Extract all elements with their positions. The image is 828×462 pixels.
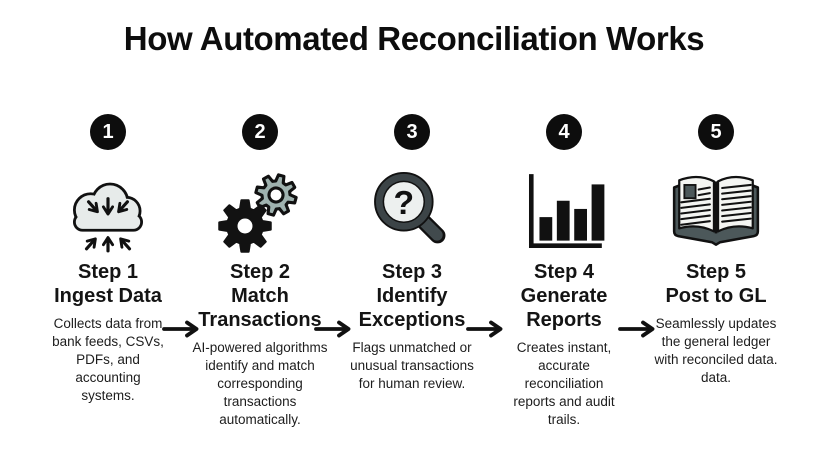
cloud-ingest-icon: [62, 163, 154, 260]
step-number-badge: 3: [394, 114, 430, 151]
step-description: AI-powered algorithms identify and match…: [192, 340, 328, 428]
step-title: Step 1 Ingest Data: [54, 260, 162, 308]
step-column-2: 2 Step 2 Match Transactions AI-powered a…: [184, 114, 336, 429]
step-description: Collects data from bank feeds, CSVs, PDF…: [52, 316, 164, 404]
step-number-badge: 2: [242, 114, 278, 151]
step-column-4: 4 Step 4 Generate Reports Creates instan…: [488, 114, 640, 429]
gears-icon: [212, 163, 308, 260]
question-mark-glyph: ?: [394, 184, 415, 222]
step-number-badge: 5: [698, 114, 734, 151]
step-column-3: 3 ? Step 3 Identify Exceptions Flags unm…: [336, 114, 488, 429]
bar-chart-icon: [518, 163, 610, 260]
step-description: Seamlessly updates the general ledger wi…: [654, 316, 778, 386]
steps-row: 1: [0, 114, 828, 429]
step-subtitle: Generate Reports: [520, 285, 608, 332]
step-title: Step 3 Identify Exceptions: [336, 260, 488, 332]
step-subtitle: Post to GL: [665, 285, 767, 308]
step-label: Step 3: [381, 261, 443, 284]
step-column-1: 1: [32, 114, 184, 429]
step-subtitle: Identify Exceptions: [358, 285, 466, 332]
step-column-5: 5 Step 5: [640, 114, 792, 429]
step-label: Step 1: [77, 261, 139, 284]
flow-arrow-icon: [466, 320, 503, 338]
step-title: Step 5 Post to GL: [665, 260, 766, 308]
step-description: Flags unmatched or unusual transactions …: [350, 340, 474, 392]
step-title: Step 4 Generate Reports: [488, 260, 640, 332]
flow-arrow-icon: [162, 320, 199, 338]
step-title: Step 2 Match Transactions: [184, 260, 336, 332]
open-book-icon: [667, 163, 765, 260]
flow-arrow-icon: [314, 320, 351, 338]
step-subtitle: Ingest Data: [54, 285, 162, 308]
step-description: Creates instant, accurate reconciliation…: [513, 340, 615, 428]
step-label: Step 2: [229, 261, 291, 284]
step-number-badge: 4: [546, 114, 582, 151]
step-label: Step 4: [533, 261, 595, 284]
step-subtitle: Match Transactions: [198, 285, 322, 332]
step-label: Step 5: [685, 261, 746, 284]
page-title: How Automated Reconciliation Works: [123, 20, 705, 57]
magnifier-question-icon: ?: [366, 163, 458, 260]
step-number-badge: 1: [90, 114, 126, 151]
flow-arrow-icon: [618, 320, 655, 338]
